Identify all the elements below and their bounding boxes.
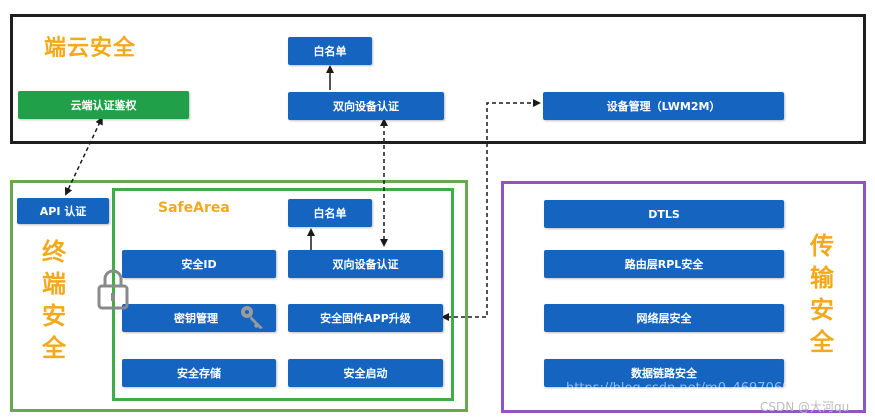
secure-storage-box[interactable]: 安全存储 (122, 359, 276, 387)
dtls-box[interactable]: DTLS (544, 200, 784, 228)
key-management-label: 密钥管理 (174, 312, 218, 325)
routing-rpl-security-box[interactable]: 路由层RPL安全 (544, 250, 784, 278)
watermark-url: https://blog.csdn.net/m0_46970699 (566, 381, 799, 396)
terminal-security-title: 终端安全 (42, 238, 66, 362)
key-icon (241, 306, 263, 329)
cloud-whitelist-box[interactable]: 白名单 (288, 37, 372, 65)
footer-credit: CSDN @大河qu (760, 400, 850, 414)
api-auth-box[interactable]: API 认证 (17, 198, 109, 224)
cloud-auth-box[interactable]: 云端认证鉴权 (18, 91, 189, 119)
device-management-box[interactable]: 设备管理（LWM2M） (543, 92, 784, 120)
data-link-security-box[interactable]: 数据链路安全 (544, 359, 784, 387)
network-layer-security-box[interactable]: 网络层安全 (544, 304, 784, 332)
firmware-upgrade-box[interactable]: 安全固件APP升级 (288, 304, 443, 332)
safearea-title: SafeArea (158, 200, 230, 216)
cloud-security-title: 端云安全 (44, 36, 137, 61)
firmware-device-mgmt-dashed-link (441, 99, 541, 321)
secure-boot-box[interactable]: 安全启动 (288, 359, 443, 387)
cloud-api-dashed-link (64, 116, 103, 196)
transport-security-title: 传输安全 (810, 232, 834, 356)
cloud-security-frame (10, 14, 866, 144)
cloud-mutual-auth-box[interactable]: 双向设备认证 (288, 92, 444, 120)
safearea-mutual-auth-box[interactable]: 双向设备认证 (288, 250, 443, 278)
secure-id-box[interactable]: 安全ID (122, 250, 276, 278)
safearea-whitelist-box[interactable]: 白名单 (288, 199, 372, 227)
lock-icon (97, 269, 129, 310)
